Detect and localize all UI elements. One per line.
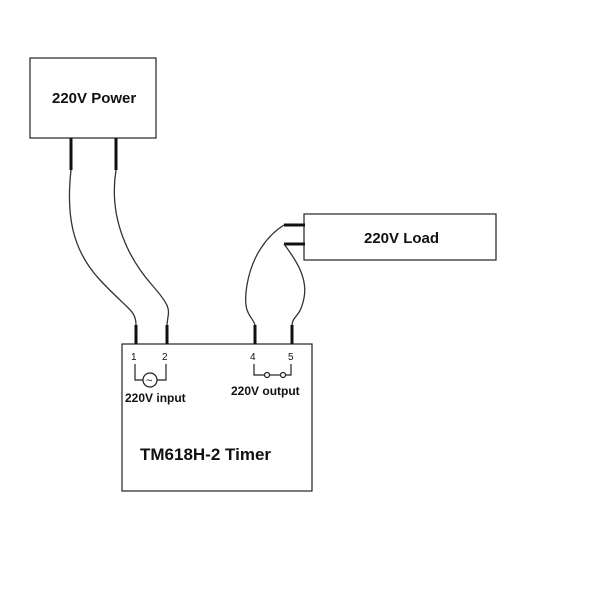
power-box: 220V Power (29, 57, 157, 170)
pin-number-2: 2 (162, 352, 168, 363)
wire-power-to-pin2 (113, 169, 170, 326)
ac-tilde: ~ (146, 375, 152, 387)
load-box: 220V Load (284, 213, 497, 261)
timer-output-label: 220V output (231, 384, 300, 398)
wire-load-to-pin4 (245, 224, 285, 326)
timer-box: 1 2 4 5 ~ 220V input 220V output TM618H-… (121, 325, 313, 492)
wire-power-to-pin1 (68, 169, 137, 326)
ac-source-symbol: ~ (134, 364, 167, 388)
pin-number-5: 5 (288, 352, 294, 363)
load-label: 220V Load (364, 230, 439, 247)
relay-contact-symbol (253, 364, 292, 379)
timer-input-label: 220V input (125, 391, 186, 405)
timer-title: TM618H-2 Timer (140, 445, 271, 464)
wire-load-to-pin5 (283, 243, 306, 326)
pin-number-4: 4 (250, 352, 256, 363)
pin-number-1: 1 (131, 352, 137, 363)
power-label: 220V Power (52, 90, 136, 107)
